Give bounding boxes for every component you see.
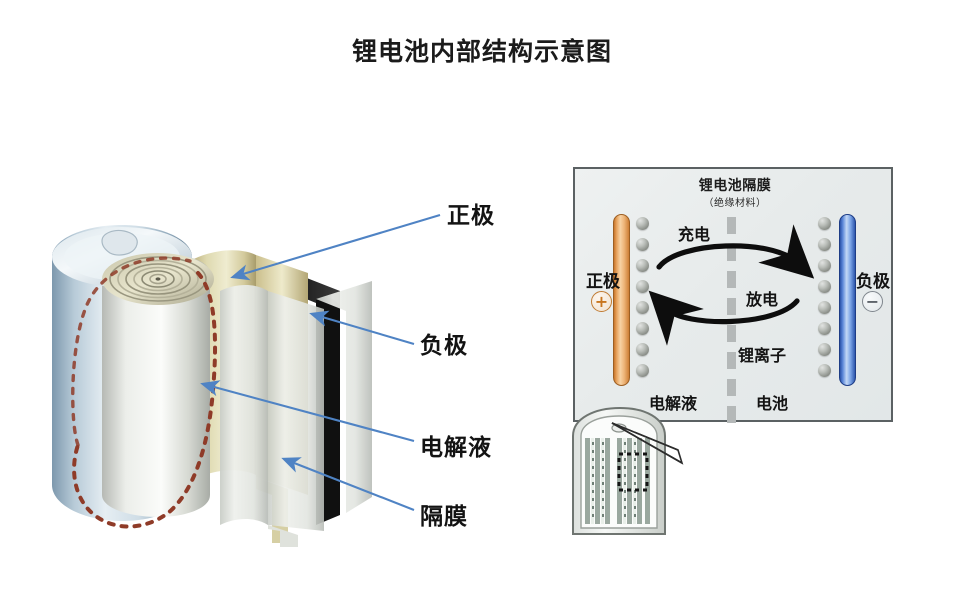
panel-label-cell: 电池 <box>756 394 789 413</box>
negative-polarity-icon: − <box>862 291 883 312</box>
lithium-ion-sphere <box>636 301 649 314</box>
positive-electrode-bar <box>613 214 630 386</box>
panel-title: 锂电池隔膜 <box>698 178 772 194</box>
separator-dash <box>727 379 736 396</box>
negative-electrode-bar <box>839 214 856 386</box>
lithium-ion-sphere <box>818 364 831 377</box>
lithium-ion-sphere <box>818 217 831 230</box>
positive-polarity-icon: + <box>591 291 612 312</box>
jelly-roll-core <box>102 253 210 517</box>
separator-sheet-inner <box>220 285 268 525</box>
separator-dash <box>727 352 736 369</box>
label-electrolyte: 电解液 <box>420 435 492 461</box>
label-anode: 负极 <box>420 333 468 359</box>
separator-dash <box>727 244 736 261</box>
lithium-ion-sphere <box>818 238 831 251</box>
lithium-ion-sphere <box>818 280 831 293</box>
separator-principle-panel: 锂电池隔膜 （绝缘材料） <box>573 167 893 423</box>
lithium-ion-sphere <box>636 322 649 335</box>
jelly-roll-spiral <box>102 253 214 305</box>
panel-label-electrolyte: 电解液 <box>649 394 698 413</box>
discharge-arrow <box>648 290 800 346</box>
separator-dash <box>727 406 736 423</box>
page-title: 锂电池内部结构示意图 <box>351 37 612 66</box>
panel-label-negative: 负极 <box>856 272 890 292</box>
separator-dash <box>727 271 736 288</box>
battery-cross-section-thumbnail <box>565 402 690 547</box>
panel-label-discharge: 放电 <box>746 290 779 309</box>
panel-label-charge: 充电 <box>678 225 711 244</box>
panel-label-lithium-ion: 锂离子 <box>738 346 787 365</box>
label-separator: 隔膜 <box>420 504 468 530</box>
lithium-ion-sphere <box>818 322 831 335</box>
label-cathode: 正极 <box>447 203 495 229</box>
separator-dash <box>727 298 736 315</box>
electrolyte-dashed-region <box>72 271 218 529</box>
panel-label-positive: 正极 <box>586 272 620 292</box>
separator-dash <box>727 325 736 342</box>
lithium-ion-sphere <box>636 217 649 230</box>
lithium-ion-sphere <box>636 238 649 251</box>
panel-subtitle: （绝缘材料） <box>703 198 767 209</box>
charge-arrow <box>656 224 815 279</box>
lithium-ion-sphere <box>636 364 649 377</box>
lithium-ion-sphere <box>818 343 831 356</box>
lithium-ion-sphere <box>818 301 831 314</box>
lithium-ion-sphere <box>636 343 649 356</box>
cylindrical-cell-cutaway <box>40 195 385 555</box>
lithium-ion-sphere <box>818 259 831 272</box>
separator-dash <box>727 217 736 234</box>
cell-terminal-nub <box>101 229 138 256</box>
lithium-ion-sphere <box>636 259 649 272</box>
ion-flow-arrows <box>648 224 815 346</box>
lithium-ion-sphere <box>636 280 649 293</box>
